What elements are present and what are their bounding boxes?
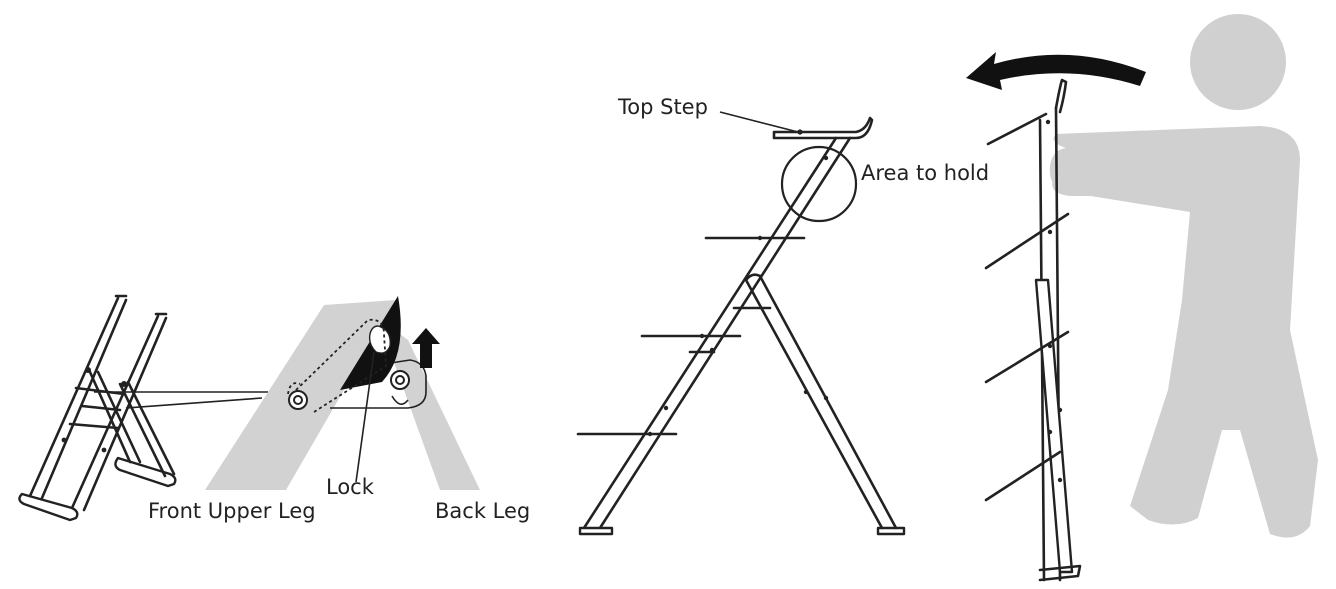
lock-label: Lock <box>326 475 375 499</box>
lock-detail-figure <box>205 296 480 490</box>
zoom-callout-lines <box>94 391 268 409</box>
folded-ladder-figure <box>18 294 177 522</box>
top-step-label: Top Step <box>617 95 708 119</box>
person-silhouette <box>1049 14 1318 538</box>
closing-ladder-figure <box>966 14 1318 582</box>
open-ladder-figure <box>576 111 906 536</box>
rotate-arrow-icon <box>966 52 1146 90</box>
back-leg-label: Back Leg <box>435 499 530 523</box>
lift-arrow-icon <box>412 328 440 368</box>
area-to-hold-circle <box>780 145 858 223</box>
area-to-hold-label: Area to hold <box>861 161 989 185</box>
front-upper-leg-label: Front Upper Leg <box>148 499 316 523</box>
